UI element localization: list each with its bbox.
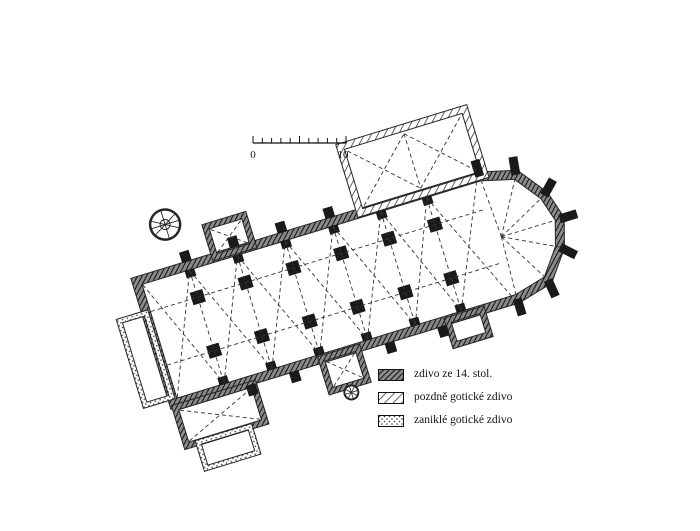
legend-label: zdivo ze 14. stol. <box>414 368 493 380</box>
legend: zdivo ze 14. stol. pozdně gotické zdivo … <box>378 368 512 427</box>
north-chapel <box>335 103 490 218</box>
legend-label: pozdně gotické zdivo <box>414 391 513 403</box>
legend-item: pozdně gotické zdivo <box>378 391 512 404</box>
southeast-annex <box>443 305 494 350</box>
legend-swatch-diagonal-hatch <box>378 391 404 404</box>
legend-swatch-dense-hatch <box>378 368 404 381</box>
north-porch <box>201 210 258 262</box>
buttresses <box>178 156 579 397</box>
plan-rotated-group <box>115 103 579 472</box>
legend-item: zdivo ze 14. stol. <box>378 368 512 381</box>
vault-rib-lines <box>142 116 561 442</box>
legend-swatch-stipple-grid <box>378 414 404 427</box>
scale-label-end: 10 <box>338 149 350 161</box>
legend-item: zaniklé gotické zdivo <box>378 414 512 427</box>
scale-bar: 0 10 <box>250 136 349 161</box>
south-porch <box>316 343 372 401</box>
legend-label: zaniklé gotické zdivo <box>414 414 513 426</box>
scale-label-start: 0 <box>250 149 256 161</box>
west-annexes <box>115 309 270 472</box>
stair-turret <box>148 208 182 241</box>
scale-ticks <box>252 136 347 143</box>
